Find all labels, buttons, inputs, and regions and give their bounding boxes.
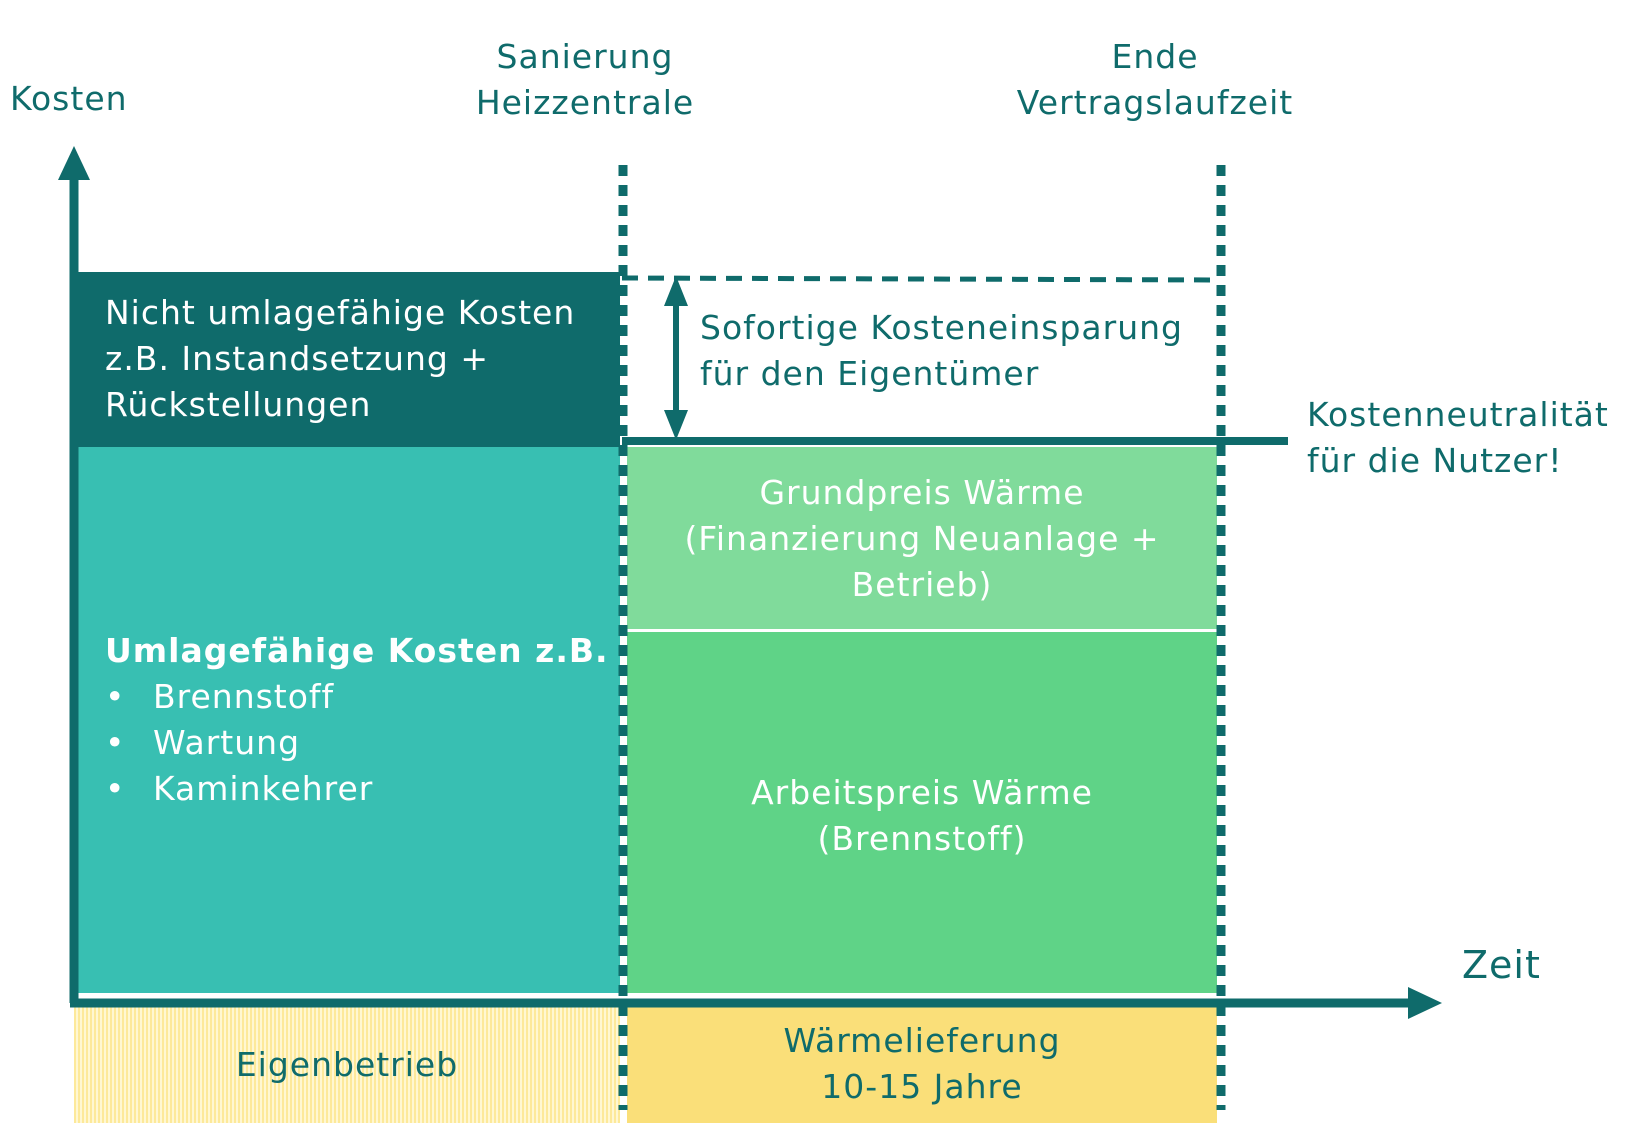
milestone-contract-end-line-2: Vertragslaufzeit xyxy=(1016,83,1294,122)
allocable-costs-list: Brennstoff Wartung Kaminkehrer xyxy=(105,674,620,812)
energy-price-line-2: (Brennstoff) xyxy=(817,819,1027,858)
neutrality-line-2: für die Nutzer! xyxy=(1307,441,1563,480)
base-price-line-3: Betrieb) xyxy=(851,565,993,604)
savings-text: Sofortige Kosteneinsparung für den Eigen… xyxy=(700,305,1220,397)
own-operation-label: Eigenbetrieb xyxy=(235,1045,459,1084)
allocable-item: Brennstoff xyxy=(105,674,620,720)
milestone-renovation-label: Sanierung Heizzentrale xyxy=(440,34,730,126)
milestone-contract-end-label: Ende Vertragslaufzeit xyxy=(1005,34,1305,126)
neutrality-text: Kostenneutralität für die Nutzer! xyxy=(1307,392,1627,484)
savings-line-1: Sofortige Kosteneinsparung xyxy=(700,308,1183,347)
savings-arrow-head-down xyxy=(664,410,688,440)
base-price-divider xyxy=(627,629,1217,632)
base-price-box xyxy=(627,447,1217,629)
neutrality-line-1: Kostenneutralität xyxy=(1307,395,1609,434)
heat-supply-line-2: 10-15 Jahre xyxy=(821,1067,1023,1106)
energy-price-text: Arbeitspreis Wärme (Brennstoff) xyxy=(627,770,1217,862)
non-allocable-line-2: z.B. Instandsetzung + xyxy=(105,339,489,378)
non-allocable-line-1: Nicht umlagefähige Kosten xyxy=(105,293,576,332)
y-axis-label: Kosten xyxy=(10,79,128,118)
heat-supply-box xyxy=(627,1007,1217,1123)
x-axis-arrow-head xyxy=(1408,987,1442,1019)
base-price-text: Grundpreis Wärme (Finanzierung Neuanlage… xyxy=(627,470,1217,608)
heat-supply-line-1: Wärmelieferung xyxy=(783,1021,1061,1060)
milestone-renovation-line-2: Heizzentrale xyxy=(475,83,695,122)
non-allocable-costs-box xyxy=(74,272,620,447)
own-operation-box xyxy=(74,1007,620,1123)
milestone-contract-end-line-1: Ende xyxy=(1111,37,1199,76)
y-axis-arrow-head xyxy=(58,146,90,180)
savings-arrow-head-up xyxy=(664,276,688,306)
savings-line-2: für den Eigentümer xyxy=(700,354,1040,393)
allocable-item: Kaminkehrer xyxy=(105,766,620,812)
allocable-item: Wartung xyxy=(105,720,620,766)
base-price-line-2: (Finanzierung Neuanlage + xyxy=(684,519,1160,558)
savings-top-dashed-line xyxy=(621,275,1221,283)
milestone-renovation-line-1: Sanierung xyxy=(496,37,674,76)
base-price-line-1: Grundpreis Wärme xyxy=(759,473,1085,512)
x-axis-label: Zeit xyxy=(1462,943,1541,987)
allocable-costs-title: Umlagefähige Kosten z.B. xyxy=(105,631,609,670)
non-allocable-line-3: Rückstellungen xyxy=(105,385,372,424)
non-allocable-costs-text: Nicht umlagefähige Kosten z.B. Instandse… xyxy=(105,290,615,428)
allocable-costs-text: Umlagefähige Kosten z.B. Brennstoff Wart… xyxy=(105,628,620,812)
energy-price-box xyxy=(627,632,1217,993)
heat-supply-label: Wärmelieferung 10-15 Jahre xyxy=(627,1018,1217,1110)
energy-price-line-1: Arbeitspreis Wärme xyxy=(751,773,1093,812)
